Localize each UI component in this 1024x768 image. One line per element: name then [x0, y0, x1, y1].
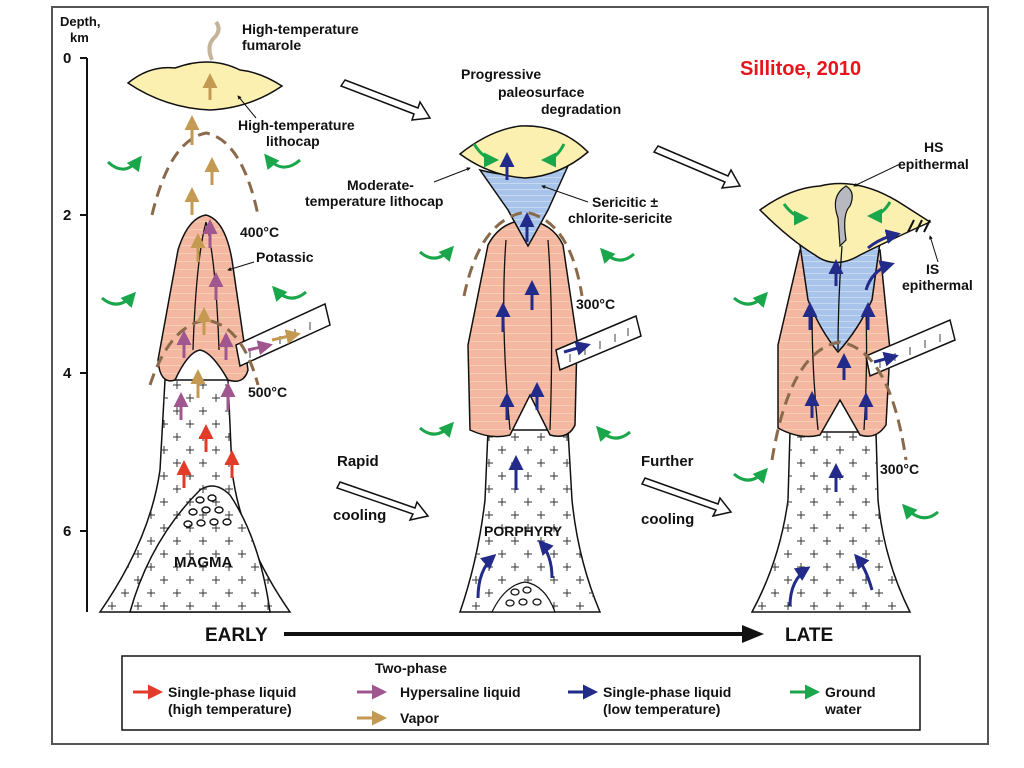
early-groundwater-arrows — [101, 153, 307, 308]
fumarole-plume — [207, 20, 221, 61]
legend-label-green: Ground — [825, 684, 876, 700]
early-lithocap-label: High-temperature — [238, 117, 355, 133]
early-red-arrows — [176, 424, 240, 488]
early-purple-arrows — [173, 219, 273, 420]
credit-label: Sillitoe, 2010 — [740, 58, 861, 80]
rapid-cooling-label: cooling — [333, 507, 386, 524]
is-label-1: IS — [926, 261, 939, 277]
late-isotherm-label: 300°C — [880, 461, 919, 477]
early-vapor-arrows — [184, 73, 301, 398]
early-potassic-zone — [157, 214, 249, 382]
early-panel: MAGMA — [98, 20, 359, 613]
middle-potassic-zone — [467, 219, 578, 438]
depth-axis: Depth, km 0 2 4 6 — [60, 14, 100, 612]
late-panel: HS epithermal IS epithermal 300°C — [733, 139, 973, 613]
legend-label-purple: Hypersaline liquid — [400, 684, 521, 700]
magma-fragments — [183, 494, 232, 528]
hs-label-2: epithermal — [898, 156, 969, 172]
early-lithocap-label-2: lithocap — [266, 133, 320, 149]
moderate-lithocap-label-2: temperature lithocap — [305, 193, 443, 209]
porphyry-label: PORPHYRY — [484, 523, 563, 539]
depth-axis-title: Depth, — [60, 14, 100, 29]
timeline-late: LATE — [785, 625, 833, 646]
isotherm-400 — [150, 131, 260, 216]
transition-arrow-further-cooling — [640, 477, 733, 518]
legend-label-tan: Vapor — [400, 710, 439, 726]
degradation-label-2: paleosurface — [498, 84, 585, 100]
middle-fragments — [505, 586, 542, 607]
is-label-2: epithermal — [902, 277, 973, 293]
transition-arrow-degradation-2 — [652, 145, 742, 189]
legend-label-blue: Single-phase liquid — [603, 684, 731, 700]
early-lithocap — [126, 61, 284, 111]
magma-label: MAGMA — [174, 554, 232, 571]
late-blue-arrows — [788, 229, 901, 607]
sericitic-label-1: Sericitic ± — [592, 194, 658, 210]
depth-tick-4: 4 — [63, 365, 72, 382]
timeline: EARLY LATE — [205, 625, 833, 646]
isotherm-400-label: 400°C — [240, 224, 279, 240]
legend-label-red: Single-phase liquid — [168, 684, 296, 700]
isotherm-500-label: 500°C — [248, 384, 287, 400]
legend-two-phase: Two-phase — [375, 660, 447, 676]
legend-label-green-2: water — [824, 701, 862, 717]
late-groundwater-arrows — [733, 201, 939, 520]
transition-arrow-degradation — [339, 79, 432, 121]
further-label: Further — [641, 453, 694, 470]
transition-arrow-rapid-cooling — [335, 481, 430, 522]
middle-isotherm-300 — [462, 210, 584, 297]
middle-panel: Progressive paleosurface degradation Mod… — [305, 66, 672, 613]
fumarole-label-2: fumarole — [242, 37, 301, 53]
rapid-label: Rapid — [337, 453, 379, 470]
timeline-early: EARLY — [205, 625, 268, 646]
legend-label-red-2: (high temperature) — [168, 701, 292, 717]
is-epithermal-veins — [907, 219, 931, 233]
late-isotherm-300 — [770, 340, 908, 461]
middle-dike — [555, 314, 642, 372]
depth-tick-2: 2 — [63, 207, 71, 224]
depth-axis-unit: km — [70, 30, 89, 45]
legend-label-blue-2: (low temperature) — [603, 701, 720, 717]
degradation-label-1: Progressive — [461, 66, 541, 82]
hs-epithermal-body — [834, 185, 853, 248]
moderate-lithocap-label-1: Moderate- — [347, 177, 414, 193]
depth-tick-6: 6 — [63, 523, 71, 540]
middle-groundwater-arrows — [419, 143, 635, 442]
degradation-label-3: degradation — [541, 101, 621, 117]
legend: Two-phase Single-phase liquid (high temp… — [121, 655, 921, 731]
depth-tick-0: 0 — [63, 50, 71, 67]
middle-blue-arrows — [476, 152, 591, 599]
potassic-label: Potassic — [256, 249, 314, 265]
hs-label-1: HS — [924, 139, 943, 155]
middle-isotherm-label: 300°C — [576, 296, 615, 312]
fumarole-label: High-temperature — [242, 21, 359, 37]
further-cooling-label: cooling — [641, 511, 694, 528]
sericitic-label-2: chlorite-sericite — [568, 210, 672, 226]
